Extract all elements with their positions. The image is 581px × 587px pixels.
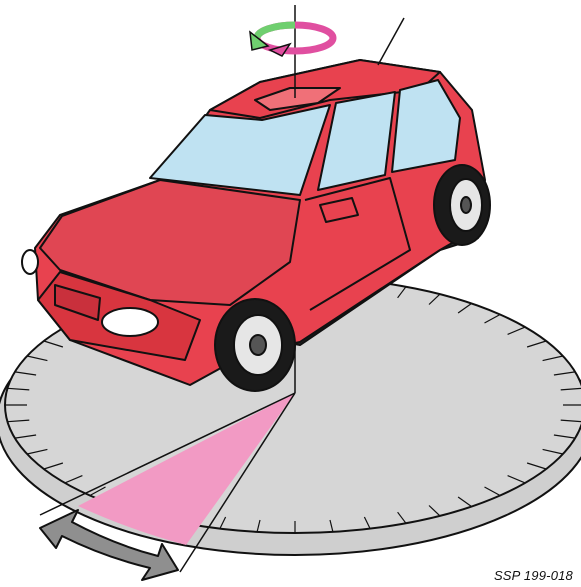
scale-tick: [428, 293, 441, 305]
scale-tick: [64, 475, 83, 484]
scale-tick: [219, 516, 227, 529]
scale-tick: [397, 511, 407, 524]
car-illustration: [21, 59, 491, 392]
scale-tick: [14, 434, 37, 439]
yaw-angle-sector: [78, 393, 295, 545]
scale-tick: [26, 355, 48, 362]
scale-tick: [542, 355, 564, 362]
scale-tick: [457, 496, 472, 507]
scale-tick: [428, 505, 441, 517]
scale-tick: [43, 340, 64, 348]
sector-edge-line-left: [39, 392, 296, 516]
scale-tick: [457, 303, 472, 314]
scale-tick: [484, 313, 501, 324]
scale-tick: [542, 448, 564, 455]
scale-tick: [329, 519, 334, 533]
rotation-indicator-icon: [249, 21, 337, 57]
scale-tick: [507, 326, 526, 335]
scale-tick: [7, 419, 30, 423]
scale-tick: [89, 486, 106, 497]
scale-tick: [7, 387, 30, 391]
rotation-direction-arrow: [39, 509, 179, 581]
scale-tick: [14, 371, 37, 376]
scale-tick: [363, 516, 371, 529]
scale-tick: [526, 340, 547, 348]
sector-edge-line-right: [179, 392, 296, 573]
scale-tick: [43, 462, 64, 470]
scale-tick: [553, 371, 576, 376]
scale-tick: [397, 286, 407, 299]
scale-tick: [553, 434, 576, 439]
scale-tick: [526, 462, 547, 470]
scale-tick: [560, 387, 581, 391]
scale-tick: [484, 486, 501, 497]
scale-tick: [507, 475, 526, 484]
roof-leader-line: [377, 17, 405, 66]
scale-tick: [256, 519, 261, 533]
scale-tick: [26, 448, 48, 455]
figure-reference-code: SSP 199-018: [493, 568, 573, 583]
scale-tick: [560, 419, 581, 423]
